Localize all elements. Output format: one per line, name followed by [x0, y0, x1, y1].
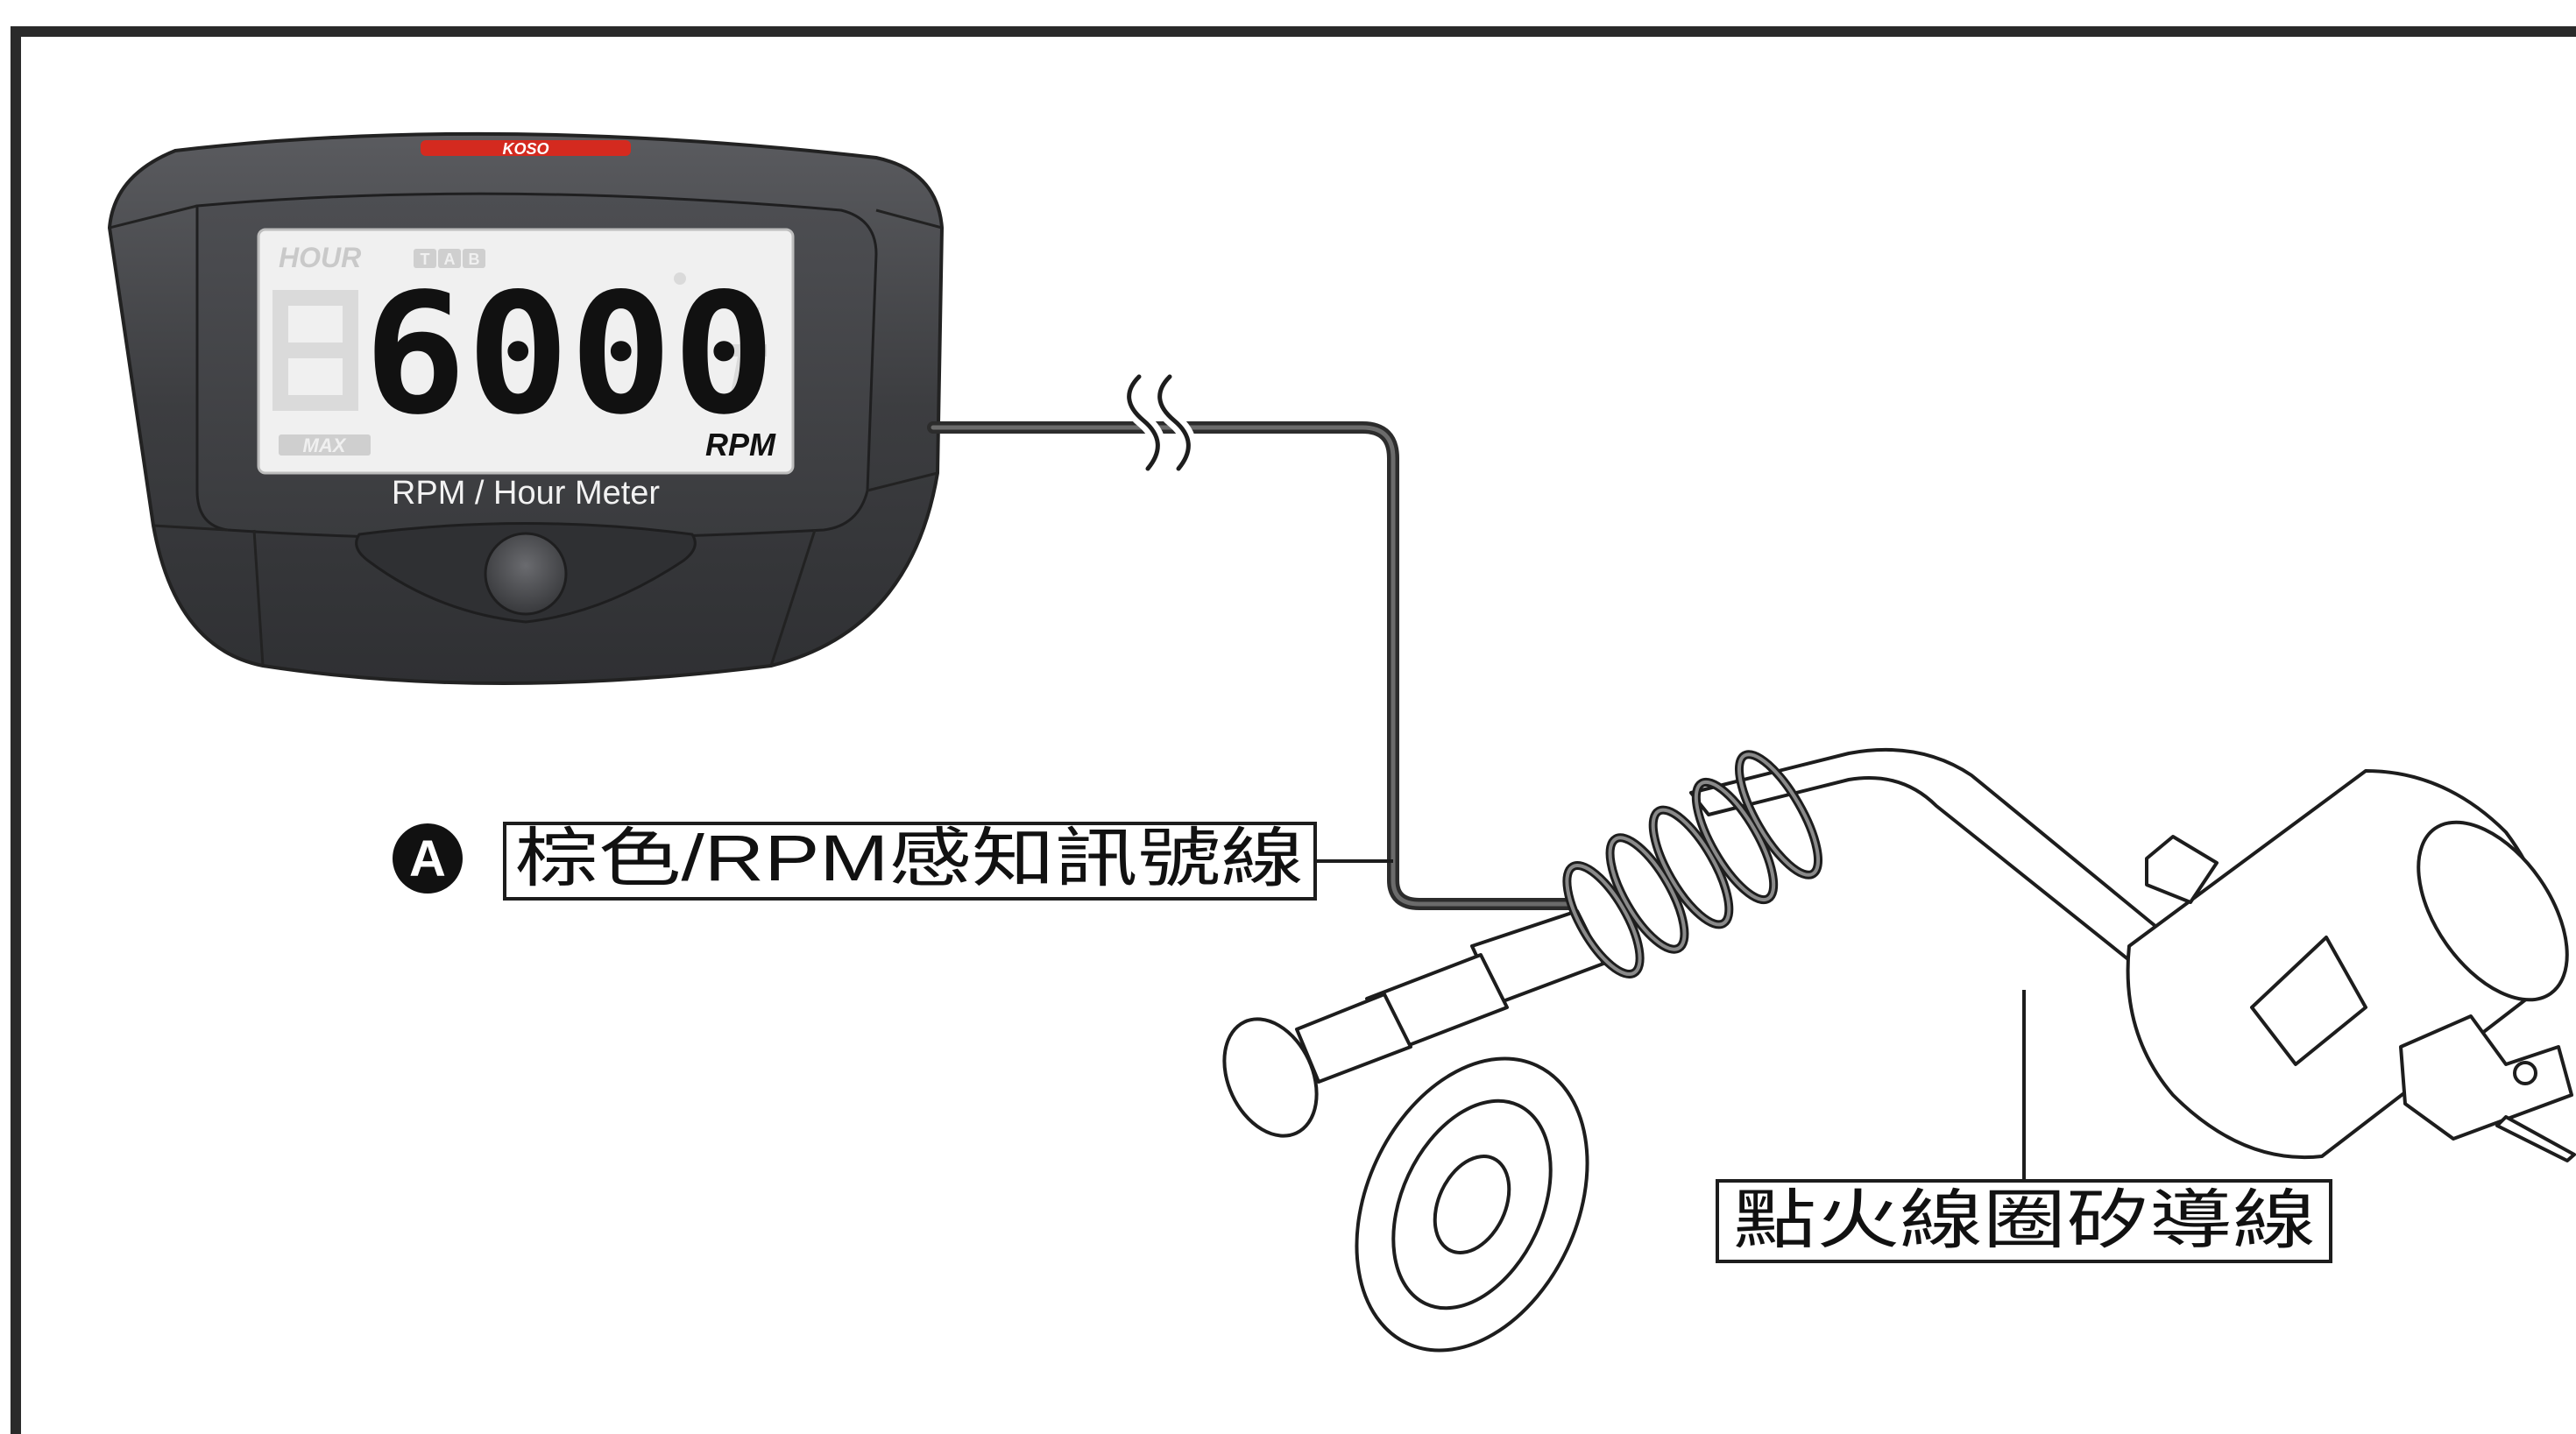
tab-indicators: T A B	[414, 249, 485, 268]
diagram-frame	[11, 26, 2576, 1434]
ghost-digit	[272, 290, 358, 411]
ghost-segments	[727, 305, 767, 400]
rpm-hour-meter: KOSO HOUR T A B 6000 MAX RPM RPM / Hour …	[107, 131, 945, 685]
coil-label-box	[1716, 1179, 2332, 1263]
label-a-badge	[393, 823, 463, 894]
label-a-box	[503, 822, 1317, 901]
plug-seal-core	[1433, 1155, 1511, 1254]
plug-cap-end	[1222, 1017, 1319, 1138]
device-caption: RPM / Hour Meter	[392, 475, 661, 512]
coil-label-text: 點火線圈矽導線	[1733, 1183, 2316, 1256]
meter-facet-lines	[109, 204, 943, 667]
mode-button[interactable]	[484, 532, 568, 616]
coil-terminal	[2399, 1014, 2573, 1141]
coil-end-cap	[2417, 820, 2569, 1002]
label-a-badge-letter: A	[409, 830, 446, 887]
brand-logo: KOSO	[502, 140, 548, 158]
rpm-reading: 6000	[364, 258, 775, 451]
terminal-pin	[2495, 1115, 2576, 1162]
tab-letter-b: B	[469, 251, 480, 268]
label-a-group: A 棕色/RPM感知訊號線	[393, 822, 1393, 901]
mode-label: HOUR	[279, 242, 361, 273]
tab-letter-a: A	[444, 251, 456, 268]
coil-mount-tab	[2145, 835, 2219, 904]
unit-label: RPM	[705, 427, 776, 463]
max-indicator-box	[279, 434, 371, 456]
coil-label-group: 點火線圈矽導線	[1716, 990, 2332, 1263]
label-a-text: 棕色/RPM感知訊號線	[515, 822, 1304, 894]
brand-logo-mark	[421, 140, 631, 156]
coil-side-block	[2250, 936, 2367, 1066]
decimal-dot	[674, 272, 686, 285]
ignition-coil-assembly	[1222, 747, 2576, 1353]
lcd-screen	[257, 228, 795, 475]
wiring	[927, 369, 1575, 910]
max-indicator: MAX	[303, 434, 347, 456]
terminal-hole	[2513, 1061, 2537, 1085]
tab-letter-t: T	[421, 251, 430, 268]
